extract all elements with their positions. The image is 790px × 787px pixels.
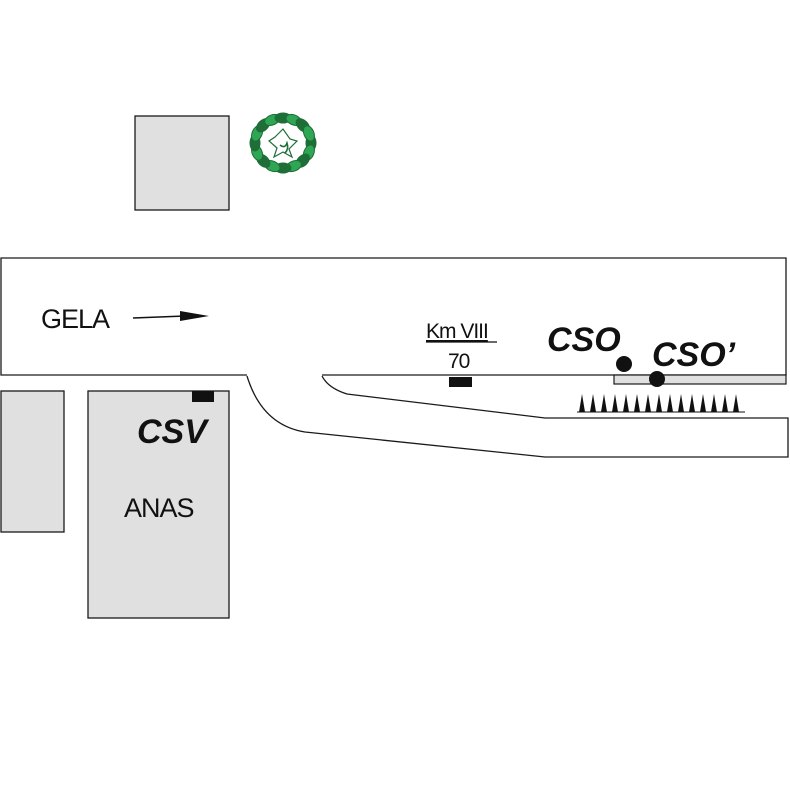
side-road — [246, 375, 789, 458]
building-west — [0, 390, 65, 533]
spike — [623, 394, 629, 412]
spike — [601, 394, 607, 412]
spike — [711, 394, 717, 412]
site-label-cso: CSO — [547, 321, 621, 359]
direction-label: GELA — [41, 304, 110, 334]
spike-row — [577, 394, 745, 413]
spike — [678, 394, 684, 412]
arrow-right-icon — [132, 311, 209, 321]
sidewalk-strip — [613, 374, 787, 385]
spike — [656, 394, 662, 412]
csv-station-marker — [192, 391, 214, 402]
spike — [722, 394, 728, 412]
spike — [590, 394, 596, 412]
spike — [667, 394, 673, 412]
spike — [579, 394, 585, 412]
site-label-csv: CSV — [137, 413, 210, 451]
site-marker-cso-prime — [649, 371, 665, 387]
spike — [645, 394, 651, 412]
kilometre-label: Km VIII — [426, 320, 488, 343]
spike — [700, 394, 706, 412]
spike — [634, 394, 640, 412]
building-north — [134, 115, 230, 211]
building-label-anas: ANAS — [124, 493, 194, 523]
tree-leaf — [302, 125, 315, 142]
milestone-icon — [449, 377, 472, 387]
building-anas — [87, 390, 230, 619]
spike — [733, 394, 739, 412]
spike — [689, 394, 695, 412]
tree-icon — [249, 112, 317, 174]
spike — [612, 394, 618, 412]
site-label-cso-prime: CSO’ — [652, 336, 736, 374]
kilometre-number: 70 — [448, 350, 470, 373]
site-marker-cso — [616, 356, 632, 372]
